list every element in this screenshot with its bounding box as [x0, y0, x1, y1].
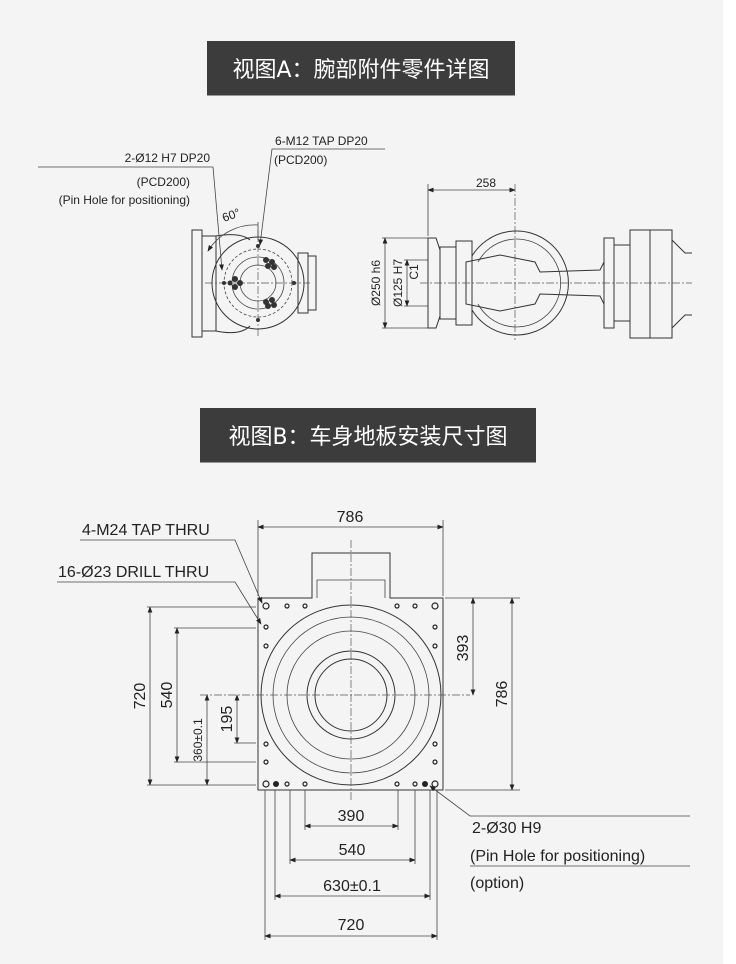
dim-125: Ø125 H7 — [391, 259, 405, 307]
dim-393: 393 — [455, 635, 472, 662]
tap-pcd: (PCD200) — [274, 153, 327, 167]
dim-540-horizontal: 540 — [339, 842, 366, 859]
pin-hole-pcd: (PCD200) — [137, 175, 190, 189]
pin-hole-note-b: (Pin Hole for positioning) — [470, 848, 645, 865]
dim-630: 630±0.1 — [323, 878, 381, 895]
pin-hole-option: (option) — [470, 875, 524, 892]
dim-720-vertical: 720 — [132, 683, 149, 710]
dim-786-right: 786 — [494, 681, 511, 708]
wrist-side-view — [382, 184, 692, 340]
drill-thru-label: 16-Ø23 DRILL THRU — [58, 564, 209, 581]
chamfer-label: C1 — [407, 264, 421, 280]
dim-540-vertical: 540 — [159, 682, 176, 709]
dim-786-top: 786 — [337, 509, 364, 526]
dim-390: 390 — [338, 808, 365, 825]
pin-hole-label-b: 2-Ø30 H9 — [472, 820, 541, 837]
dim-258: 258 — [476, 176, 496, 190]
dim-250: Ø250 h6 — [369, 260, 383, 306]
view-a-title: 视图A：腕部附件零件详图 — [207, 41, 515, 96]
pin-hole-note: (Pin Hole for positioning) — [59, 193, 190, 207]
angle-label: 60° — [220, 205, 242, 224]
view-b-title: 视图B：车身地板安装尺寸图 — [200, 408, 536, 463]
dim-360: 360±0.1 — [191, 718, 205, 762]
tap-thru-label: 4-M24 TAP THRU — [82, 522, 210, 539]
dim-195: 195 — [219, 706, 236, 733]
tap-label: 6-M12 TAP DP20 — [275, 134, 368, 148]
wrist-flange-front-view — [38, 148, 385, 338]
pin-hole-label: 2-Ø12 H7 DP20 — [125, 151, 211, 165]
base-mounting-view — [57, 520, 690, 940]
dim-720-horizontal: 720 — [338, 917, 365, 934]
